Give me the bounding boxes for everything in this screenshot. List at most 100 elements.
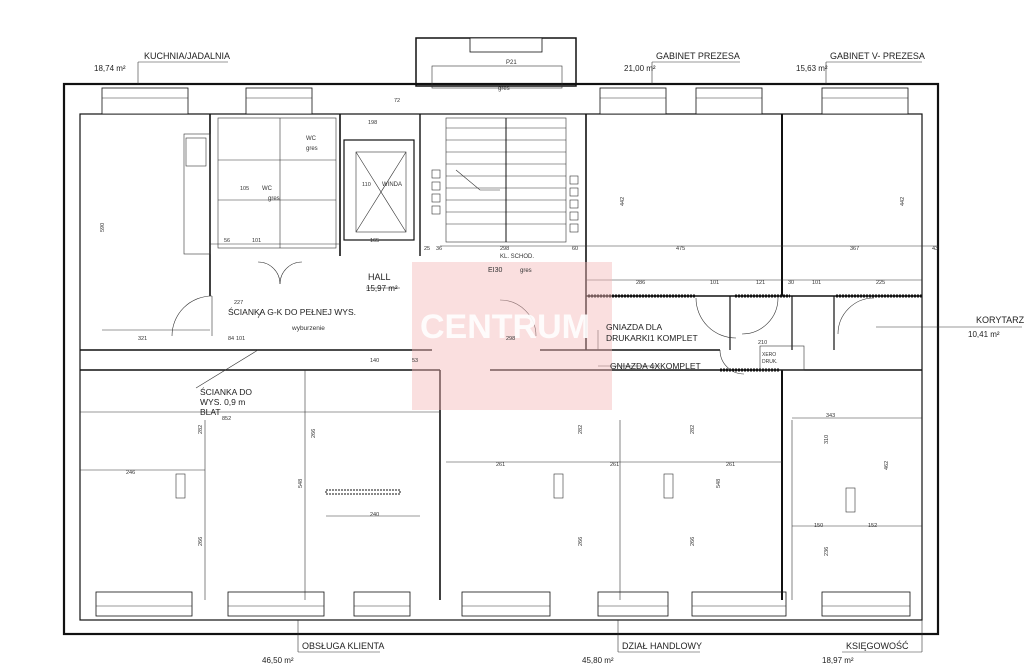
dim-266-b: 266 [578,537,584,546]
dim-36: 36 [436,246,442,252]
outer-walls [62,37,940,636]
room-sales-name: DZIAŁ HANDLOWY [622,641,702,651]
dim-367: 367 [850,246,859,252]
room-corridor-name: KORYTARZ [976,315,1024,325]
dim-101-a: 101 [252,238,261,244]
dimension-lines [80,243,938,527]
dim-84: 84 [228,336,234,342]
room-president-name: GABINET PREZESA [656,51,740,61]
note-demolition: wyburzenie [291,325,325,332]
dim-286: 286 [636,280,645,286]
dim-266-d: 266 [311,429,317,438]
room-hall-area: 15,97 m² [366,284,398,293]
room-accounting-name: KSIĘGOWOŚĆ [846,640,909,651]
note-partition-full: ŚCIANKA G-K DO PEŁNEJ WYS. [228,306,356,317]
note-wc-2: WC [262,186,273,192]
watermark: CENTRUM [412,262,612,410]
note-xero-2: DRUK. [762,359,778,365]
dim-310: 310 [824,435,830,444]
dim-261-c: 261 [726,462,735,468]
dim-165: 165 [370,238,379,244]
dim-56: 56 [224,238,230,244]
dimension-labels-vertical: 590 442 442 282 282 282 548 548 266 266 … [100,197,906,556]
leader-lines [137,61,1022,653]
room-client-name: OBSŁUGA KLIENTA [302,641,384,651]
dim-110: 110 [362,182,371,188]
note-sockets: GNIAZDA 4XKOMPLET [610,361,701,371]
note-gres-3: gres [498,86,510,92]
dim-236: 236 [824,547,830,556]
room-client-area: 46,50 m² [262,656,294,665]
dim-152: 152 [868,523,877,529]
dim-101-d: 101 [236,336,245,342]
dim-266-c: 266 [690,537,696,546]
dim-105: 105 [240,186,249,192]
room-kitchen-area: 18,74 m² [94,64,126,73]
dim-43: 43 [932,246,938,252]
room-kitchen-name: KUCHNIA/JADALNIA [144,51,230,61]
note-printer-1: GNIAZDA DLA [606,322,663,332]
dim-298-a: 298 [500,246,509,252]
dim-261-b: 261 [610,462,619,468]
dim-321: 321 [138,336,147,342]
note-wc-1: WC [306,136,317,142]
dim-150: 150 [814,523,823,529]
notes: ŚCIANKA G-K DO PEŁNEJ WYS. wyburzenie ŚC… [200,60,778,417]
room-president-area: 21,00 m² [624,64,656,73]
dim-548-a: 548 [298,479,304,488]
dim-72: 72 [394,98,400,104]
note-partition-low-1: ŚCIANKA DO [200,386,252,397]
top-windows [101,37,909,115]
dim-590: 590 [100,223,106,232]
doors [171,261,875,375]
room-vice-area: 15,63 m² [796,64,828,73]
dim-198: 198 [368,120,377,126]
dim-343: 343 [826,413,835,419]
sockets [175,169,856,513]
dim-298-b: 298 [506,336,515,342]
dimension-labels: 198 110 105 101 56 165 298 60 475 367 43… [126,98,938,529]
room-hall-name: HALL [368,272,391,282]
dim-266-a: 266 [198,537,204,546]
note-partition-low-3: BLAT [200,407,221,417]
room-sales-area: 45,80 m² [582,656,614,665]
stair-treads [446,118,566,242]
dim-442-a: 442 [620,197,626,206]
dim-475: 475 [676,246,685,252]
dim-210: 210 [758,340,767,346]
dim-101-b: 101 [710,280,719,286]
note-gres-2: gres [268,196,280,202]
note-partition-low-2: WYS. 0,9 m [200,397,245,407]
bottom-windows [95,591,911,617]
room-vice-name: GABINET V- PREZESA [830,51,925,61]
note-gres-4: gres [520,268,532,274]
dim-227: 227 [234,300,243,306]
dim-282-c: 282 [690,425,696,434]
note-stair: KL. SCHOD. [500,254,534,260]
note-xero-1: XERO [762,352,776,358]
dim-246: 246 [126,470,135,476]
dim-282-a: 282 [198,425,204,434]
dim-140: 140 [370,358,379,364]
dim-852: 852 [222,416,231,422]
room-accounting-area: 18,97 m² [822,656,854,665]
dim-60: 60 [572,246,578,252]
note-elevator: WINDA [382,182,402,188]
note-printer-2: DRUKARKI1 KOMPLET [606,333,698,343]
dim-442-b: 442 [900,197,906,206]
room-labels: KUCHNIA/JADALNIA 18,74 m² GABINET PREZES… [94,51,1024,665]
dim-548-b: 548 [716,479,722,488]
note-fire: EI30 [488,267,503,274]
dim-121: 121 [756,280,765,286]
watermark-text: CENTRUM [420,308,590,346]
note-p21: P21 [506,60,517,66]
dim-261-a: 261 [496,462,505,468]
dim-462: 462 [884,461,890,470]
dim-25: 25 [424,246,430,252]
dim-101-c: 101 [812,280,821,286]
dim-30: 30 [788,280,794,286]
room-corridor-area: 10,41 m² [968,330,1000,339]
dim-282-b: 282 [578,425,584,434]
dim-240: 240 [370,512,379,518]
